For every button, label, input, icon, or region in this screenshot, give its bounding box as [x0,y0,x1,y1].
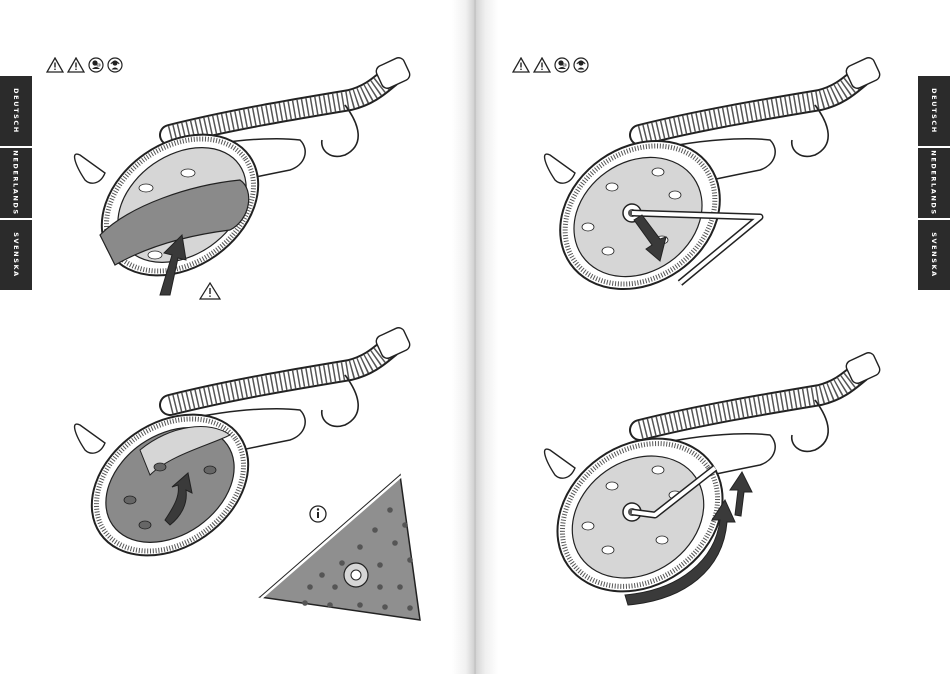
lang-tab-nederlands-left[interactable]: NEDERLANDS [0,148,32,218]
lang-tab-nederlands-right[interactable]: NEDERLANDS [918,148,950,218]
sander-illustration [60,55,430,305]
lang-tab-svenska-left[interactable]: SVENSKA [0,220,32,290]
language-tabs-left: DEUTSCH NEDERLANDS SVENSKA [0,76,32,292]
sander-illustration [60,325,430,625]
warning-triangle-icon [512,57,530,73]
figure-unscrew-pad-hex-key [530,55,900,305]
sander-illustration [530,55,900,305]
triangular-pad-accessory [260,475,420,620]
lang-tab-deutsch-left[interactable]: DEUTSCH [0,76,32,146]
language-tabs-right: DEUTSCH NEDERLANDS SVENSKA [918,76,950,292]
figure-remove-sanding-paper [60,55,430,305]
figure-attach-triangular-pad [60,325,430,625]
book-spine [452,0,498,674]
figure-tighten-pad-rotation [530,350,900,610]
lang-tab-deutsch-right[interactable]: DEUTSCH [918,76,950,146]
sander-illustration [530,350,900,610]
lang-tab-svenska-right[interactable]: SVENSKA [918,220,950,290]
